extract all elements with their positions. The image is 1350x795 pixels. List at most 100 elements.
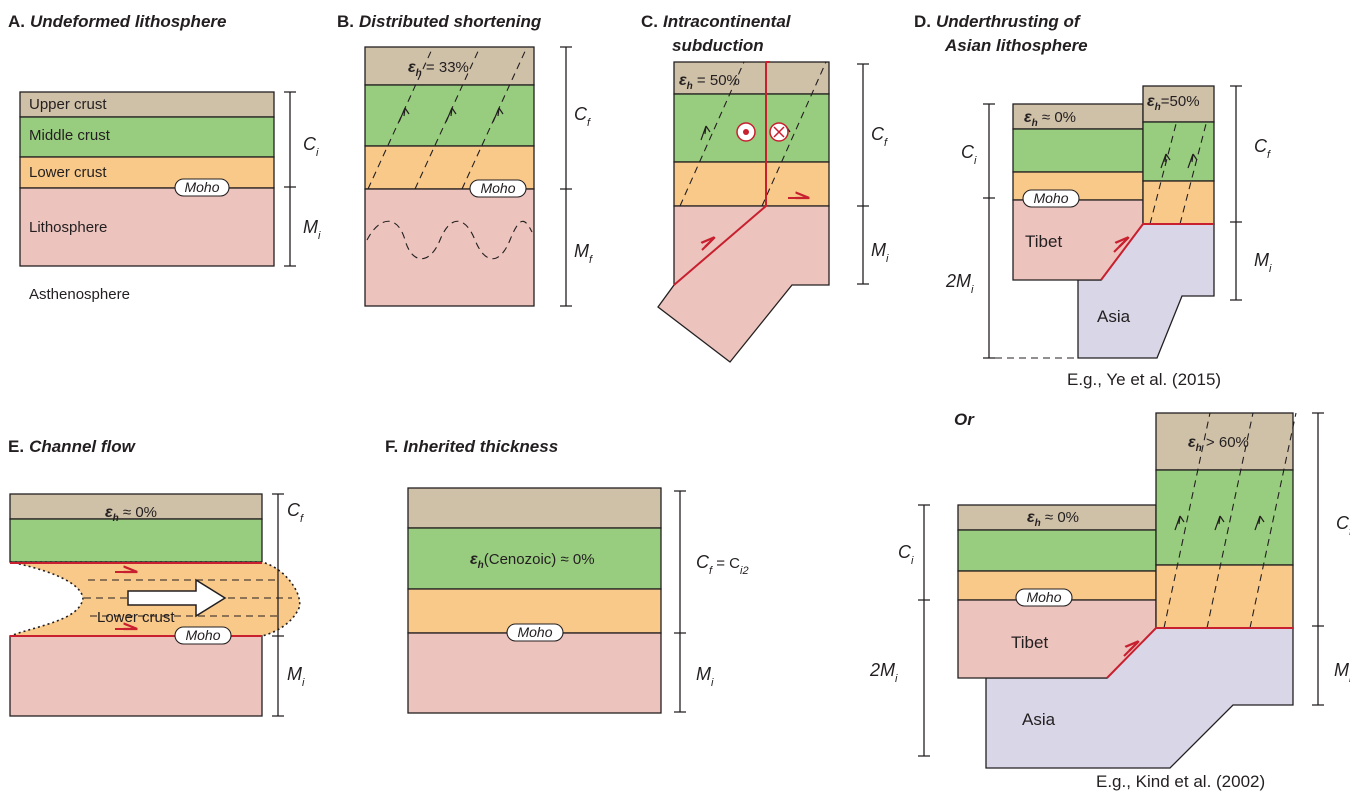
panel-e-lithosphere: [9, 635, 263, 717]
panel-c-out-of-page-icon: [736, 122, 756, 142]
panel-b-strain: εh = 33%: [408, 59, 469, 79]
panel-a-middle-crust: [19, 116, 275, 158]
panel-b-scale-bar: [560, 46, 572, 307]
panel-c-red-arrow-diag: [702, 238, 714, 251]
panel-b: B.Distributed shortening εh = 33% Moho C…: [337, 12, 593, 307]
panel-d-left-strain: εh ≈ 0%: [1024, 109, 1076, 129]
panel-a-letter: A.: [8, 12, 25, 31]
panel-d-left-middle: [1012, 128, 1144, 173]
panel-d-tibet-label: Tibet: [1025, 232, 1062, 251]
panel-c-scale-bar: [857, 63, 869, 285]
panel-e-scale-bottom: Mi: [287, 664, 305, 689]
panel-d-letter: D.: [914, 12, 931, 31]
panel-d-alt-scale-left-bottom: 2Mi: [869, 660, 898, 685]
panel-f-moho-pill: [506, 623, 564, 642]
panel-c: C. Intracontinental subduction εh = 50%: [641, 12, 889, 363]
panel-a-moho-pill: [174, 178, 230, 197]
panel-f-strain: εh(Cenozoic) ≈ 0%: [470, 551, 595, 571]
panel-b-title: Distributed shortening: [359, 12, 542, 31]
panel-e-upper-crust: [9, 493, 263, 520]
panel-a-moho-label: Moho: [184, 179, 219, 195]
panel-d-asia-label: Asia: [1097, 307, 1131, 326]
panel-d-title-line2: Asian lithosphere: [944, 36, 1088, 55]
panel-d-alt-scale-left-top: Ci: [898, 542, 914, 567]
panel-f-title: Inherited thickness: [403, 437, 558, 456]
panel-d-title-line1: Underthrusting of: [936, 12, 1082, 31]
panel-d-alt-thrust-fault: [1106, 627, 1293, 679]
panel-e-moho-pill: [174, 626, 232, 645]
panel-d-right-lower: [1142, 180, 1215, 225]
panel-d-scale-right-bottom: Mi: [1254, 250, 1272, 275]
panel-f-moho-label: Moho: [517, 624, 552, 640]
panel-e-moho-label: Moho: [185, 627, 220, 643]
panel-d-alt-shear-arrows: [1174, 515, 1265, 531]
panel-d-right-scale-bar: [1230, 85, 1242, 301]
panel-d-right-strain: εh=50%: [1147, 93, 1200, 113]
panel-c-letter: C.: [641, 12, 658, 31]
panel-d-alt-faults: [1163, 412, 1297, 629]
panel-d-alt-left-strain: εh ≈ 0%: [1027, 509, 1079, 529]
svg-text:A.Undeformed lithosphere: A.Undeformed lithosphere: [8, 12, 226, 31]
panel-b-scale-bottom: Mf: [574, 241, 593, 266]
panel-d-faults: [1149, 123, 1207, 225]
panel-d-alt-right-lower: [1155, 564, 1294, 629]
panel-b-shear-arrows: [398, 107, 504, 123]
panel-f-lithosphere: [407, 632, 662, 714]
panel-a-scale-bottom: Mi: [303, 217, 321, 242]
panel-b-lithosphere: [364, 188, 535, 307]
panel-c-strain: εh = 50%: [679, 72, 740, 92]
svg-text:D.Underthrusting of: D. Underthrusting of: [914, 12, 1082, 31]
panel-e-title: Channel flow: [29, 437, 137, 456]
panel-b-middle-crust: [364, 84, 535, 147]
svg-text:F.Inherited thickness: F.Inherited thickness: [385, 437, 558, 456]
panel-d-alt-tibet-label: Tibet: [1011, 633, 1048, 652]
panel-d-alt-moho-pill: [1015, 588, 1073, 607]
panel-a-asthenosphere-label: Asthenosphere: [29, 286, 130, 303]
panel-a: A.Undeformed lithosphere Upper crust Mid…: [8, 12, 321, 303]
panel-d-scale-right-top: Cf: [1254, 136, 1271, 161]
panel-d-thrust-fault: [1100, 223, 1214, 281]
svg-text:E.Channel flow: E. Channel flow: [8, 437, 137, 456]
panel-c-lithosphere: [657, 205, 830, 363]
panel-b-wavy-line: [366, 220, 533, 260]
panel-d-reference: E.g., Ye et al. (2015): [1067, 370, 1221, 389]
panel-b-scale-top: Cf: [574, 104, 591, 129]
panel-d-alt-scale-right-top: Cf: [1336, 513, 1350, 538]
panel-d-alt-right-middle: [1155, 469, 1294, 566]
panel-d-alt-right-scale-bar: [1312, 412, 1324, 706]
panel-c-scale-top: Cf: [871, 124, 888, 149]
panel-d-moho-pill: [1022, 189, 1080, 208]
panel-d-alt-reference: E.g., Kind et al. (2002): [1096, 772, 1265, 791]
panel-b-letter: B.: [337, 12, 354, 31]
panel-e-scale-bar: [272, 493, 284, 717]
panel-d-alt-or-label: Or: [954, 410, 975, 429]
panel-e-letter: E.: [8, 437, 24, 456]
panel-d-red-arrow: [1113, 238, 1128, 253]
svg-text:C.Intracontinental: C. Intracontinental: [641, 12, 792, 31]
panel-d-scale-left-top: Ci: [961, 142, 977, 167]
panel-f-scale-bottom: Mi: [696, 664, 714, 689]
panel-a-lower-label: Lower crust: [29, 164, 107, 181]
panel-c-subduction-fault: [673, 62, 767, 286]
panel-d-left-upper: [1012, 103, 1144, 130]
panel-d-alt-red-arrow: [1123, 642, 1138, 657]
panel-e-scale-top: Cf: [287, 500, 304, 525]
panel-d-right-middle: [1142, 121, 1215, 182]
panel-c-title-line1: Intracontinental: [663, 12, 792, 31]
panel-d-scale-left-bottom: 2Mi: [945, 271, 974, 296]
panel-c-title-line2: subduction: [672, 36, 764, 55]
panel-f: F.Inherited thickness εh(Cenozoic) ≈ 0% …: [385, 437, 749, 714]
panel-d-alt-moho-label: Moho: [1026, 589, 1061, 605]
panel-a-scale-top: Ci: [303, 134, 319, 159]
panel-a-lithosphere: [19, 187, 275, 267]
panel-d-alt-scale-right-bottom: Mi: [1334, 660, 1350, 685]
panel-e: E.Channel flow εh ≈ 0% Lower crust Moho …: [8, 437, 305, 717]
panel-a-litho-label: Lithosphere: [29, 219, 107, 236]
panel-d-shear-arrows: [1160, 153, 1198, 169]
panel-a-scale-bar: [284, 91, 296, 267]
panel-a-middle-label: Middle crust: [29, 127, 111, 144]
panel-d-alternative: Or εh ≈ 0% εh > 60% Moho Tibet Asia: [869, 410, 1350, 791]
panel-f-scale-top: Cf = Ci2: [696, 552, 749, 577]
panel-a-upper-label: Upper crust: [29, 96, 107, 113]
